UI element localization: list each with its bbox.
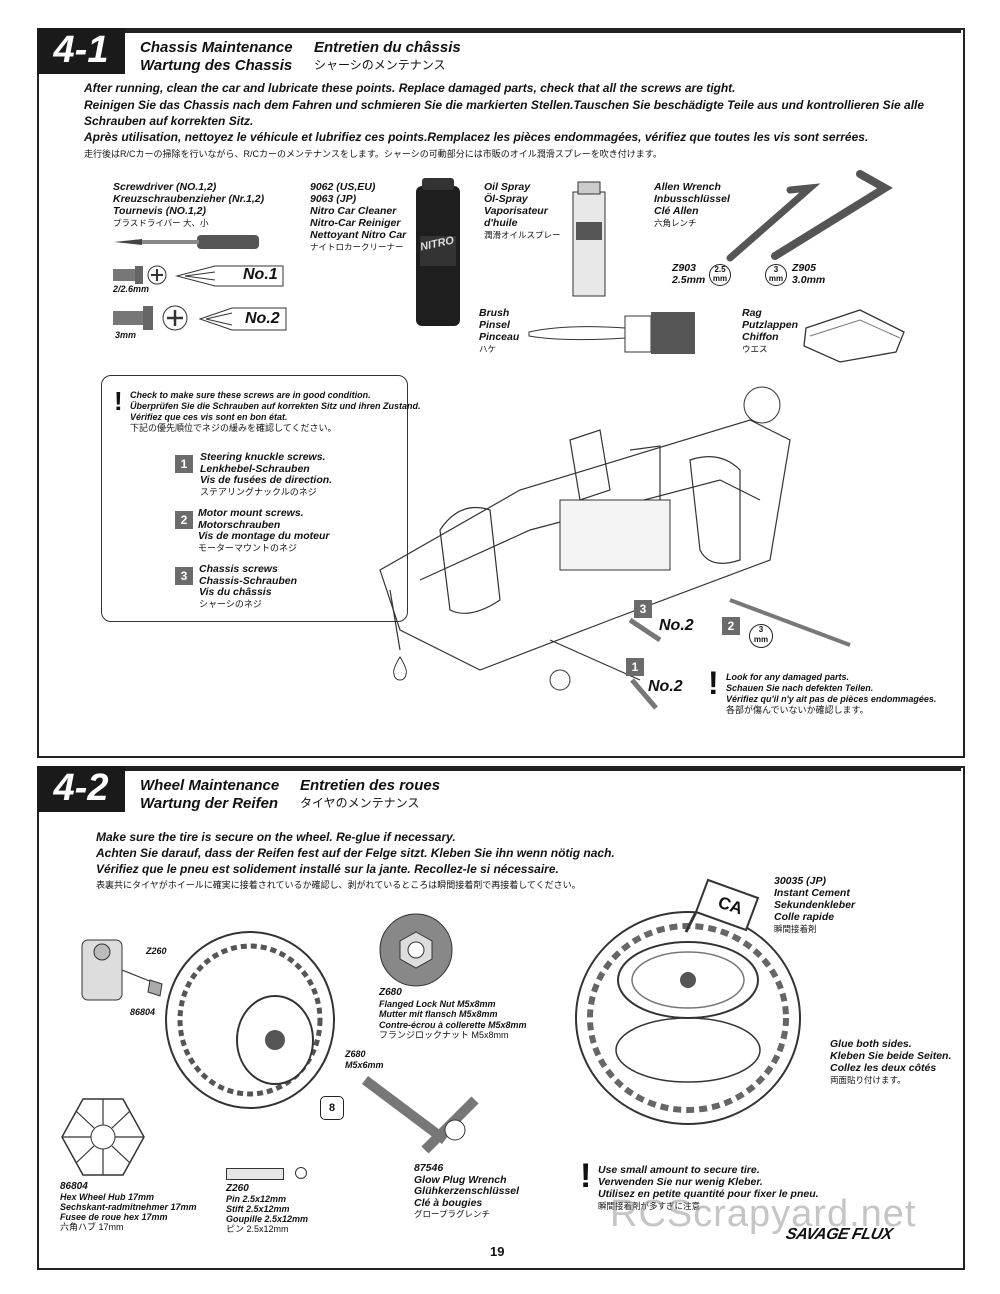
intro2-jp: 表裏共にタイヤがホイールに確実に接着されているか確認し、剥がれているところは瞬間… — [96, 880, 581, 890]
glow-wrench-label: 87546 Glow Plug Wrench Glühkerzenschlüss… — [414, 1162, 520, 1219]
glow-wrench-icon — [362, 1076, 479, 1154]
ca-glue-bottle-icon — [684, 878, 760, 933]
callout-3: 3 — [634, 600, 652, 618]
z680-label: Z680 M5x6mm — [345, 1049, 384, 1070]
flanged-nut-icon — [379, 913, 453, 987]
callout-3-no2: No.2 — [659, 617, 694, 634]
screw-check-box — [101, 375, 408, 622]
intro-fr: Après utilisation, nettoyez le véhicule … — [84, 130, 869, 144]
tool-tips — [628, 598, 851, 710]
cement-label: 30035 (JP) Instant Cement Sekundenkleber… — [774, 875, 856, 934]
no1-driver-tip — [175, 265, 284, 287]
small-amount-warning-icon: ! — [580, 1157, 592, 1195]
section-title-en: Chassis Maintenance — [140, 39, 293, 56]
no2-driver-tip — [198, 307, 287, 331]
wrench-size-badge: 8 — [320, 1096, 344, 1120]
wrench-b-size: 3.0mm — [792, 274, 826, 286]
section-title-fr: Entretien du châssis — [314, 39, 461, 56]
hub-label: 86804 Hex Wheel Hub 17mm Sechskant-radmi… — [60, 1181, 197, 1233]
allen-wrench-label: Allen Wrench Inbusschlüssel Clé Allen 六角… — [654, 181, 730, 228]
screw-item-3-badge: 3 — [175, 567, 193, 585]
screw-item-1-badge: 1 — [175, 455, 193, 473]
pin-icon — [226, 1168, 284, 1180]
pin-end-icon — [295, 1167, 307, 1179]
intro-jp: 走行後はR/Cカーの掃除を行いながら、R/Cカーのメンテナンスをします。シャーシ… — [84, 149, 662, 159]
rag-label: Rag Putzlappen Chiffon ウエス — [742, 307, 799, 354]
savage-flux-logo: SAVAGE FLUX — [784, 1226, 894, 1243]
section-number-2: 4-2 — [37, 766, 125, 812]
small-amount-label: Use small amount to secure tire. Verwend… — [598, 1164, 819, 1211]
oil-bottle-icon — [572, 181, 606, 297]
callout-1: 1 — [626, 658, 644, 676]
check-text: Check to make sure these screws are in g… — [130, 390, 421, 433]
no1-label: No.1 — [243, 266, 278, 283]
section-number: 4-1 — [37, 28, 125, 74]
hub-assembly-icon — [81, 939, 163, 1001]
screw-item-2: Motor mount screws. Motorschrauben Vis d… — [198, 507, 330, 553]
cleaner-can-icon — [416, 178, 460, 326]
no2-label: No.2 — [245, 310, 280, 327]
brush-label: Brush Pinsel Pinceau ハケ — [479, 307, 520, 354]
callout-1-no2: No.2 — [648, 678, 683, 695]
damage-text: Look for any damaged parts. Schauen Sie … — [726, 672, 937, 715]
screw-size-large: 3mm — [115, 330, 137, 340]
section-2-title-fr: Entretien des roues — [300, 777, 441, 794]
hub-top-label: 86804 — [130, 1007, 156, 1017]
cleaner-label: 9062 (US,EU) 9063 (JP) Nitro Car Cleaner… — [310, 181, 407, 252]
brush-icon — [528, 312, 695, 354]
section-2-title-de: Wartung der Reifen — [140, 795, 279, 812]
screwdriver-label: Screwdriver (NO.1,2) Kreuzschraubenziehe… — [113, 181, 265, 228]
wrench-a-size: 2.5mm — [672, 274, 706, 286]
chassis-illustration — [379, 386, 791, 691]
section-2-title-jp: タイヤのメンテナンス — [300, 796, 420, 810]
section-title-jp: シャーシのメンテナンス — [314, 58, 446, 72]
oil-drop-icon — [393, 656, 407, 681]
section-2-title-en: Wheel Maintenance — [140, 777, 280, 794]
screw-item-1: Steering knuckle screws. Lenkhebel-Schra… — [200, 451, 333, 497]
watermark: RCScrapyard.net — [610, 1193, 917, 1235]
section-title-de: Wartung des Chassis — [140, 57, 293, 74]
intro2-fr: Vérifiez que le pneu est solidement inst… — [96, 862, 559, 876]
z260-top-label: Z260 — [146, 946, 167, 956]
damage-warning-icon: ! — [708, 665, 719, 701]
page-number: 19 — [490, 1244, 505, 1259]
screwdriver-icon — [114, 235, 259, 249]
screw-item-3: Chassis screws Chassis-Schrauben Vis du … — [199, 563, 298, 609]
wrench-b-part: Z905 — [792, 262, 816, 274]
glue-both-sides-label: Glue both sides. Kleben Sie beide Seiten… — [830, 1038, 952, 1085]
screw-large-icon — [113, 305, 188, 331]
callout-2: 2 — [722, 617, 740, 635]
nut-label: Z680 Flanged Lock Nut M5x8mm Mutter mit … — [379, 987, 527, 1040]
rag-icon — [803, 309, 905, 363]
intro2-de: Achten Sie darauf, dass der Reifen fest … — [96, 846, 615, 860]
screw-item-2-badge: 2 — [175, 511, 193, 529]
hex-hub-icon — [61, 1098, 145, 1176]
warning-icon: ! — [114, 386, 123, 416]
pin-label: Z260 Pin 2.5x12mm Stift 2.5x12mm Goupill… — [226, 1183, 309, 1235]
intro2-en: Make sure the tire is secure on the whee… — [96, 830, 456, 844]
screw-size-small: 2/2.6mm — [113, 284, 150, 294]
oil-spray-label: Oil Spray Öl-Spray Vaporisateur d'huile … — [484, 181, 561, 240]
intro-de: Reinigen Sie das Chassis nach dem Fahren… — [84, 98, 925, 128]
intro-en: After running, clean the car and lubrica… — [84, 81, 736, 95]
allen-wrench-icon — [726, 170, 893, 262]
wrench-a-part: Z903 — [672, 262, 696, 274]
big-tire-icon — [575, 911, 801, 1125]
screw-small-icon — [113, 265, 167, 285]
wheel-tire-icon — [165, 931, 335, 1109]
